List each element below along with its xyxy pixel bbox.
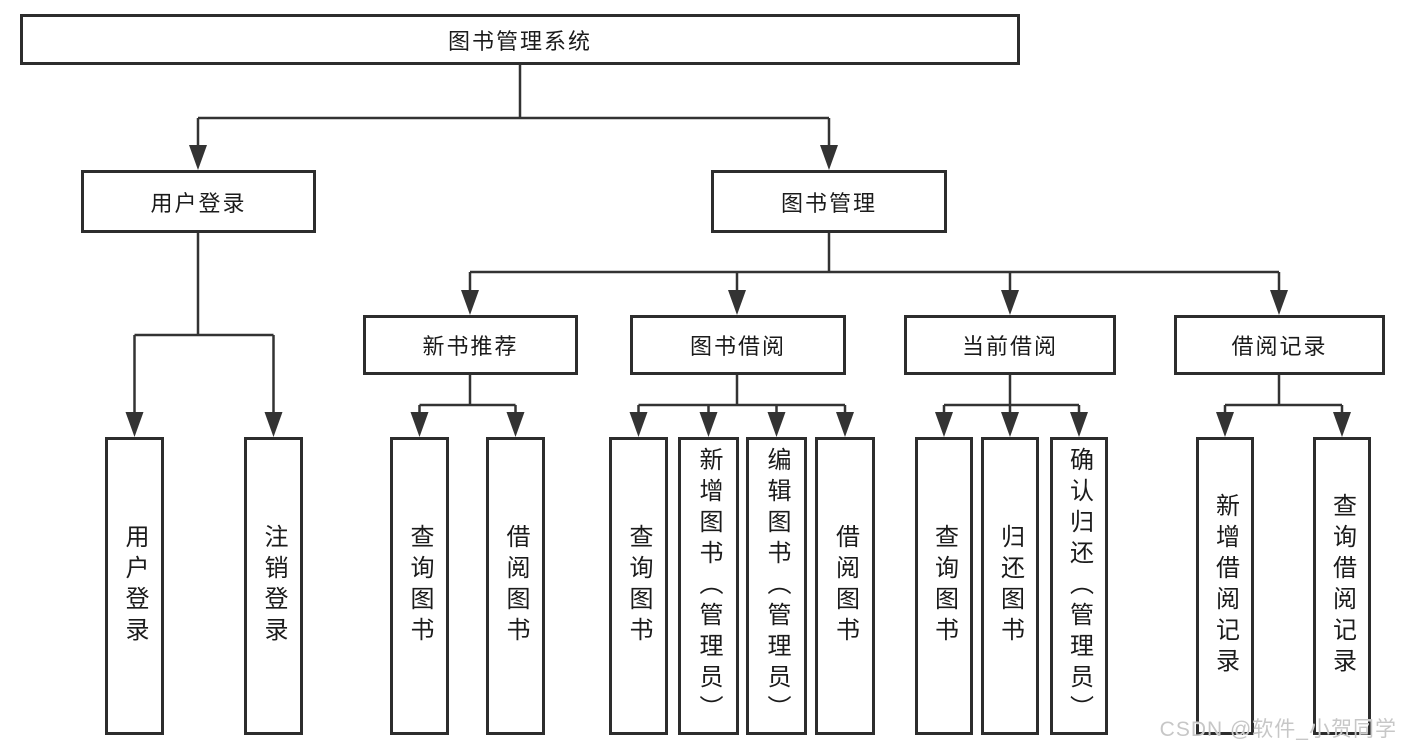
node-leaf-add-books-admin: 新增图书（管理员） (678, 437, 739, 735)
node-leaf-query-books: 查询图书 (609, 437, 668, 735)
node-book-management: 图书管理 (711, 170, 947, 233)
node-leaf-borrow-books: 借阅图书 (486, 437, 545, 735)
node-leaf-edit-books-admin: 编辑图书（管理员） (746, 437, 807, 735)
node-leaf-user-login: 用户登录 (105, 437, 164, 735)
arrow-down-icon (836, 412, 854, 437)
arrow-down-icon (189, 145, 207, 170)
arrow-down-icon (699, 412, 718, 437)
node-system-root: 图书管理系统 (20, 14, 1020, 65)
edge-root-to-level2 (196, 65, 831, 150)
arrow-down-icon (1333, 412, 1351, 437)
arrow-down-icon (820, 145, 838, 170)
edge-book-borrowing-to-children (637, 375, 847, 416)
arrow-down-icon (767, 412, 786, 437)
edge-current-borrowing-to-children (942, 375, 1081, 416)
arrow-down-icon (410, 412, 429, 437)
edge-new-book-recommend-to-children (418, 375, 517, 416)
edge-book-management-to-children (468, 233, 1281, 294)
node-leaf-query-borrow-record: 查询借阅记录 (1313, 437, 1371, 735)
arrow-down-icon (461, 290, 479, 315)
node-book-borrowing: 图书借阅 (630, 315, 846, 375)
node-borrowing-records: 借阅记录 (1174, 315, 1385, 375)
node-leaf-query-books: 查询图书 (915, 437, 973, 735)
arrow-down-icon (264, 412, 283, 437)
node-user-login: 用户登录 (81, 170, 316, 233)
arrowheads (125, 145, 1351, 437)
arrow-down-icon (1001, 412, 1019, 437)
arrow-down-icon (1270, 290, 1288, 315)
csdn-watermark: CSDN @软件_小贺同学 (1159, 718, 1397, 741)
arrow-down-icon (125, 412, 144, 437)
node-leaf-borrow-books: 借阅图书 (815, 437, 875, 735)
node-leaf-add-borrow-record: 新增借阅记录 (1196, 437, 1254, 735)
arrow-down-icon (1070, 412, 1088, 437)
arrow-down-icon (1216, 412, 1234, 437)
node-new-book-recommend: 新书推荐 (363, 315, 578, 375)
arrow-down-icon (935, 412, 953, 437)
node-leaf-query-books: 查询图书 (390, 437, 449, 735)
node-leaf-confirm-return-admin: 确认归还（管理员） (1050, 437, 1108, 735)
arrow-down-icon (1001, 290, 1019, 315)
edge-user-login-to-children (133, 233, 275, 416)
edge-borrowing-records-to-children (1223, 375, 1344, 416)
arrow-down-icon (506, 412, 525, 437)
arrow-down-icon (728, 290, 746, 315)
node-leaf-return-books: 归还图书 (981, 437, 1039, 735)
tree-edges (133, 65, 1344, 416)
node-current-borrowing: 当前借阅 (904, 315, 1116, 375)
node-leaf-logout: 注销登录 (244, 437, 303, 735)
arrow-down-icon (629, 412, 648, 437)
